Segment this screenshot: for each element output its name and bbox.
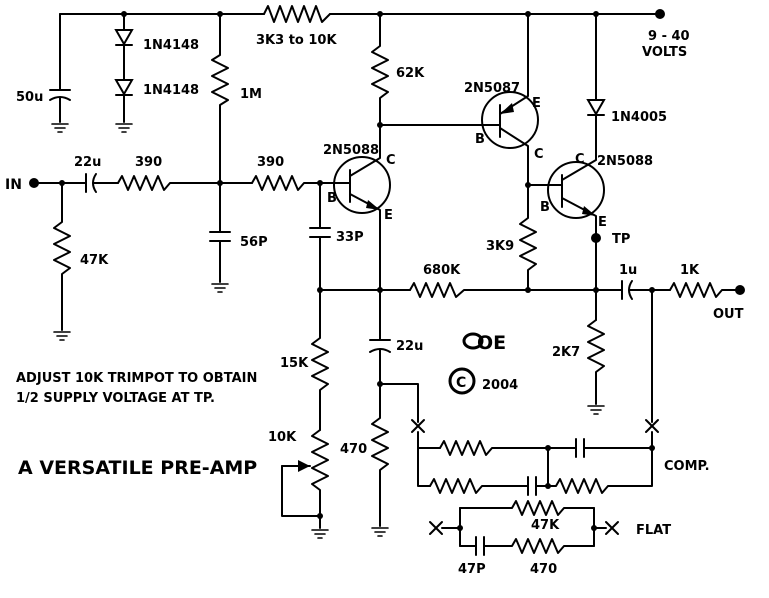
pin-q1-e: E xyxy=(532,96,541,111)
resistor-390a xyxy=(117,175,221,191)
label-q2: 2N5088 xyxy=(323,143,379,158)
trimpot-10k xyxy=(311,429,329,517)
label-c-56p: 56P xyxy=(240,235,268,250)
label-r-supply: 3K3 to 10K xyxy=(256,33,337,48)
label-c-22u: 22u xyxy=(396,339,423,354)
copyright-year: 2004 xyxy=(482,378,518,393)
capacitor-50u xyxy=(49,13,71,133)
label-r-3k9: 3K9 xyxy=(486,239,514,254)
logo-mark: OE xyxy=(462,332,506,354)
label-c-47p: 47P xyxy=(458,562,486,577)
resistor-1k xyxy=(669,282,739,298)
label-trimpot: 10K xyxy=(268,430,297,445)
label-q3: 2N5088 xyxy=(597,154,653,169)
copyright-glyph: C xyxy=(456,375,466,391)
diode-1n4005 xyxy=(586,13,606,159)
label-c-33p: 33P xyxy=(336,230,364,245)
resistor-390b xyxy=(251,175,327,191)
output-terminal xyxy=(735,285,745,295)
resistor-2k7 xyxy=(587,319,605,405)
pin-q3-e: E xyxy=(598,215,607,230)
diagram-title: A VERSATILE PRE-AMP xyxy=(18,457,257,479)
label-in: IN xyxy=(5,177,22,193)
pin-q2-e: E xyxy=(384,208,393,223)
label-r-15k: 15K xyxy=(280,356,309,371)
note-line-1: ADJUST 10K TRIMPOT TO OBTAIN xyxy=(16,371,257,386)
label-r-1m: 1M xyxy=(240,87,262,102)
resistor-1m xyxy=(211,13,229,184)
label-comp: COMP. xyxy=(664,459,710,474)
resistor-680k xyxy=(409,282,597,298)
pin-q3-b: B xyxy=(540,200,550,215)
label-r-47k-in: 47K xyxy=(80,253,109,268)
diode-chain xyxy=(114,13,134,133)
transistor-q2 xyxy=(325,124,391,291)
transistor-q3 xyxy=(539,157,605,239)
pin-q2-c: C xyxy=(386,153,396,168)
label-c-50u: 50u xyxy=(16,90,43,105)
flat-network xyxy=(429,500,619,556)
output-section xyxy=(595,280,745,423)
resistor-47k-in xyxy=(53,182,71,331)
label-c-22u-in: 22u xyxy=(74,155,101,170)
label-r-1k: 1K xyxy=(680,263,700,278)
label-c-1u: 1u xyxy=(619,263,637,278)
pin-q2-b: B xyxy=(327,191,337,206)
input-terminal xyxy=(29,178,39,188)
label-r-2k7: 2K7 xyxy=(552,345,580,360)
label-d3: 1N4005 xyxy=(611,110,667,125)
supply-label-line1: 9 - 40 xyxy=(648,29,690,44)
resistor-15k xyxy=(311,289,329,431)
pin-q3-c: C xyxy=(575,152,585,167)
capacitor-33p xyxy=(309,227,331,291)
transistor-q1 xyxy=(481,13,539,186)
comp-network xyxy=(411,419,659,496)
svg-text:OE: OE xyxy=(477,332,506,354)
label-r-470: 470 xyxy=(340,442,367,457)
label-r-62k: 62K xyxy=(396,66,425,81)
copyright-circle xyxy=(448,367,476,395)
supply-terminal xyxy=(655,9,665,19)
label-r-470-flat: 470 xyxy=(530,562,557,577)
resistor-470 xyxy=(371,383,389,527)
note-line-2: 1/2 SUPPLY VOLTAGE AT TP. xyxy=(16,391,215,406)
label-tp: TP xyxy=(612,232,630,247)
label-q1: 2N5087 xyxy=(464,81,520,96)
label-d1: 1N4148 xyxy=(143,38,199,53)
input-section xyxy=(29,173,327,341)
supply-label-line2: VOLTS xyxy=(642,45,687,60)
pin-q1-b: B xyxy=(475,132,485,147)
label-r-680k: 680K xyxy=(423,263,461,278)
resistor-3k9 xyxy=(519,184,537,291)
pin-q1-c: C xyxy=(534,147,544,162)
label-r-390a: 390 xyxy=(135,155,162,170)
label-r-47k-flat: 47K xyxy=(531,518,560,533)
label-flat: FLAT xyxy=(636,523,671,538)
label-out: OUT xyxy=(713,307,744,322)
label-d2: 1N4148 xyxy=(143,83,199,98)
resistor-62k xyxy=(371,13,389,126)
supply-rail xyxy=(59,9,665,19)
resistor-supply xyxy=(263,5,331,23)
label-r-390b: 390 xyxy=(257,155,284,170)
